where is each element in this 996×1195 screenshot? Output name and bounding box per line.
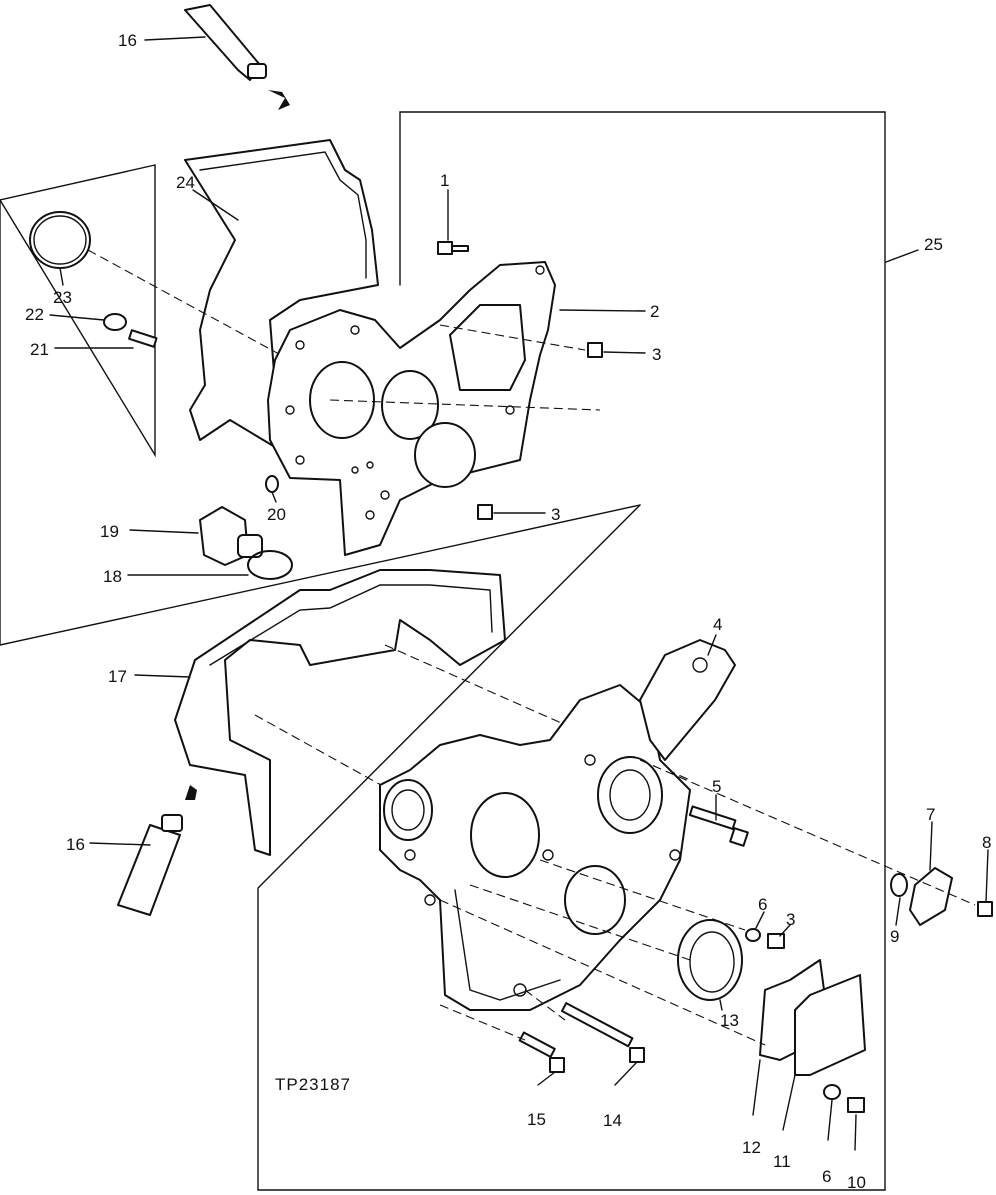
callout-21: 21	[30, 340, 49, 359]
housing-flange	[454, 889, 561, 1001]
cap-screw-5	[688, 805, 737, 830]
arrow-up-icon	[185, 785, 197, 800]
o-ring-23	[29, 211, 91, 269]
bolt-3-middle	[477, 504, 493, 520]
callout-11: 11	[773, 1152, 791, 1171]
washer-6-upper	[745, 928, 761, 942]
callout-4: 4	[713, 615, 722, 634]
centerline-23	[87, 249, 291, 361]
gasket-24-inner	[199, 151, 367, 279]
assembly-boundary-25	[257, 111, 886, 1191]
upper-sub-boundary	[0, 164, 641, 646]
centerline-15	[439, 1004, 526, 1041]
callout-19: 19	[100, 522, 119, 541]
centerline-7	[639, 759, 976, 906]
callout-6-lower: 6	[822, 1167, 831, 1186]
callout-23: 23	[53, 288, 72, 307]
callout-10: 10	[847, 1173, 866, 1192]
callout-13: 13	[720, 1011, 739, 1030]
plate-bolt-holes	[285, 265, 545, 520]
callout-9: 9	[890, 927, 899, 946]
callout-labels: 16 24 1 25 23 2 22 21 3 20 3 19 18 4 17 …	[25, 31, 991, 1192]
plate-opening-lower	[414, 422, 476, 488]
plate-opening-left	[309, 361, 375, 439]
sealant-tube-16-bottom	[117, 824, 181, 916]
callout-16-top: 16	[118, 31, 137, 50]
callout-6-upper: 6	[758, 895, 767, 914]
callout-7: 7	[926, 805, 935, 824]
callout-5: 5	[712, 777, 721, 796]
callout-8: 8	[982, 833, 991, 852]
housing-bolt-holes	[404, 754, 681, 997]
o-ring-9	[890, 873, 908, 897]
nut-22	[103, 313, 127, 331]
centerline-6	[539, 859, 746, 931]
arrow-down-icon	[268, 90, 290, 110]
bolt-1-shank	[451, 245, 469, 252]
injection-pump-opening	[470, 792, 540, 878]
plate-opening-center	[381, 370, 439, 440]
bracket-4	[639, 639, 736, 761]
crank-seal-bore	[383, 779, 433, 841]
callout-2: 2	[650, 302, 659, 321]
callout-17: 17	[108, 667, 127, 686]
figure-code: TP23187	[275, 1075, 351, 1094]
cap-screw-5-head	[729, 827, 749, 847]
centerline-plate	[329, 399, 601, 411]
cap-screw-15	[518, 1031, 556, 1058]
o-ring-23-inner	[33, 215, 87, 265]
centerline-12	[439, 899, 766, 1046]
callout-25: 25	[924, 235, 943, 254]
plate-opening-upper	[449, 304, 526, 391]
leader-lines	[49, 36, 989, 1151]
camshaft-opening	[564, 865, 626, 935]
water-pump-opening	[597, 756, 663, 834]
cap-screw-15-head	[549, 1057, 565, 1073]
callout-16-bottom: 16	[66, 835, 85, 854]
cover-plate-7	[909, 867, 953, 926]
callout-24: 24	[176, 173, 195, 192]
centerline-14	[524, 989, 566, 1021]
washer-6-lower	[823, 1084, 841, 1100]
dowel-pin-20	[265, 475, 279, 493]
callout-3-middle: 3	[551, 505, 560, 524]
callout-3-upper: 3	[652, 345, 661, 364]
o-ring-18	[247, 550, 293, 580]
upper-sub-boundary-top	[0, 164, 156, 201]
bolt-1-head	[437, 241, 453, 255]
bolt-8	[977, 901, 993, 917]
callout-18: 18	[103, 567, 122, 586]
cap-screw-14-head	[629, 1047, 645, 1063]
gasket-17-inner	[209, 584, 493, 666]
callout-3-lower: 3	[786, 910, 795, 929]
callout-14: 14	[603, 1111, 622, 1130]
sealant-tube-16-top-cap	[247, 63, 267, 79]
water-pump-opening-inner	[609, 769, 651, 821]
plug-19-tip	[237, 534, 263, 558]
bolt-10	[847, 1097, 865, 1113]
centerline-seal	[254, 714, 391, 791]
oil-seal-13-inner	[689, 931, 735, 993]
gasket-17	[174, 569, 506, 856]
callout-15: 15	[527, 1110, 546, 1129]
callout-22: 22	[25, 305, 44, 324]
crank-seal-bore-inner	[391, 789, 425, 831]
callout-1: 1	[440, 171, 449, 190]
stud-21	[128, 329, 158, 348]
callout-20: 20	[267, 505, 286, 524]
bracket-4-hole	[692, 657, 708, 673]
cap-screw-14	[560, 1002, 634, 1048]
callout-12: 12	[742, 1138, 761, 1157]
bolt-3-lower	[767, 933, 785, 949]
sealant-tube-16-bottom-cap	[161, 814, 183, 832]
centerline-13	[469, 884, 691, 961]
centerline-bolt3-upper	[439, 324, 586, 351]
bolt-3-upper	[587, 342, 603, 358]
